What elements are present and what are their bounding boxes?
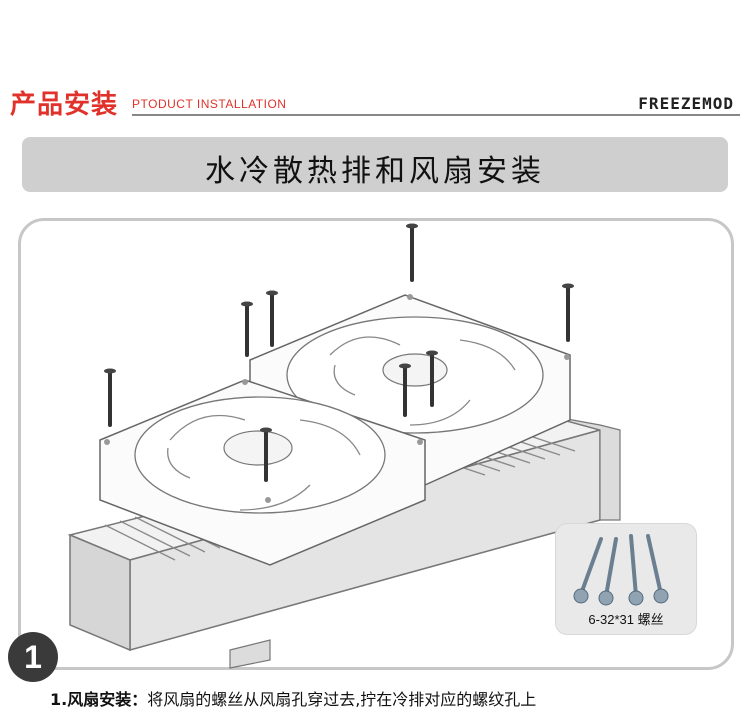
- screw-spec-box: 6-32*31 螺丝: [555, 523, 697, 635]
- step-number-badge: 1: [8, 632, 58, 682]
- screw-icon: [556, 524, 696, 614]
- step-text: 将风扇的螺丝从风扇孔穿过去,拧在冷排对应的螺纹孔上: [147, 690, 536, 709]
- step-instruction: 1.风扇安装：将风扇的螺丝从风扇孔穿过去,拧在冷排对应的螺纹孔上: [50, 686, 536, 710]
- screw-spec-label: 6-32*31 螺丝: [556, 609, 696, 628]
- step-title: 1.风扇安装：: [50, 690, 147, 709]
